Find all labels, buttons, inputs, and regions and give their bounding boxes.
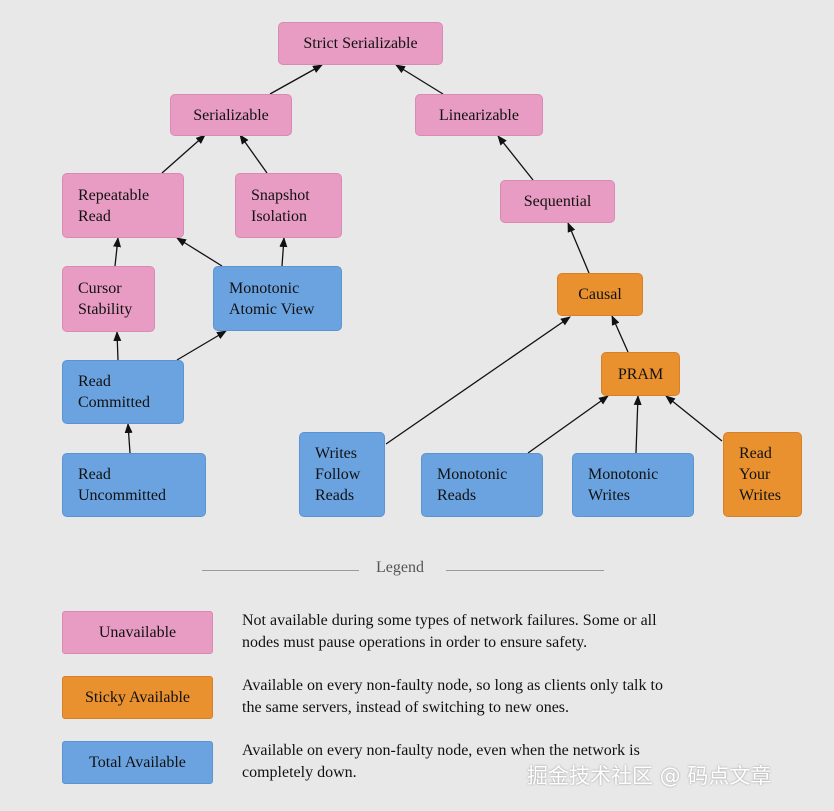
node-linearizable: Linearizable [415,94,543,136]
legend-desc-total-available: Available on every non-faulty node, even… [242,742,640,781]
legend-swatch-unavailable: Unavailable [62,611,213,654]
node-repeatable-read: Repeatable Read [62,173,184,238]
node-writes-follow-reads: Writes Follow Reads [299,432,385,517]
watermark: 掘金技术社区 @ 码点文章 [527,764,772,788]
node-cursor-stability: Cursor Stability [62,266,155,332]
edge-cursor-stability-to-repeatable-read [113,237,122,267]
edge-monotonic-atomic-view-to-snapshot-isolation [279,237,288,267]
edge-read-committed-to-cursor-stability [113,331,122,361]
node-monotonic-reads: Monotonic Reads [421,453,543,517]
edge-pram-to-causal [611,315,629,353]
edge-sequential-to-linearizable [497,135,534,181]
node-monotonic-writes: Monotonic Writes [572,453,694,517]
edge-read-your-writes-to-pram [665,395,723,442]
legend-desc-sticky-available: Available on every non-faulty node, so l… [242,677,663,716]
node-read-committed: Read Committed [62,360,184,424]
node-read-your-writes: Read Your Writes [723,432,802,517]
node-strict-serializable: Strict Serializable [278,22,443,65]
edge-linearizable-to-strict-serializable [395,64,444,95]
edge-causal-to-sequential [567,222,590,274]
edge-read-committed-to-monotonic-atomic-view [176,330,227,361]
node-serializable: Serializable [170,94,292,136]
edge-read-uncommitted-to-read-committed [124,423,133,454]
legend-title: Legend [376,559,424,576]
node-sequential: Sequential [500,180,615,223]
edge-repeatable-read-to-serializable [161,134,206,174]
edge-monotonic-reads-to-pram [527,395,609,454]
legend-swatch-total-available: Total Available [62,741,213,784]
legend-divider-left [202,570,359,571]
node-pram: PRAM [601,352,680,396]
node-monotonic-atomic-view: Monotonic Atomic View [213,266,342,331]
legend-desc-unavailable: Not available during some types of netwo… [242,612,657,651]
node-snapshot-isolation: Snapshot Isolation [235,173,342,238]
edge-writes-follow-reads-to-causal [385,316,571,445]
legend-swatch-sticky-available: Sticky Available [62,676,213,719]
edge-snapshot-isolation-to-serializable [239,134,268,174]
node-read-uncommitted: Read Uncommitted [62,453,206,517]
legend-divider-right [446,570,604,571]
node-causal: Causal [557,273,643,316]
edge-serializable-to-strict-serializable [269,64,323,95]
edge-monotonic-atomic-view-to-repeatable-read [176,237,223,267]
edge-monotonic-writes-to-pram [633,395,642,454]
